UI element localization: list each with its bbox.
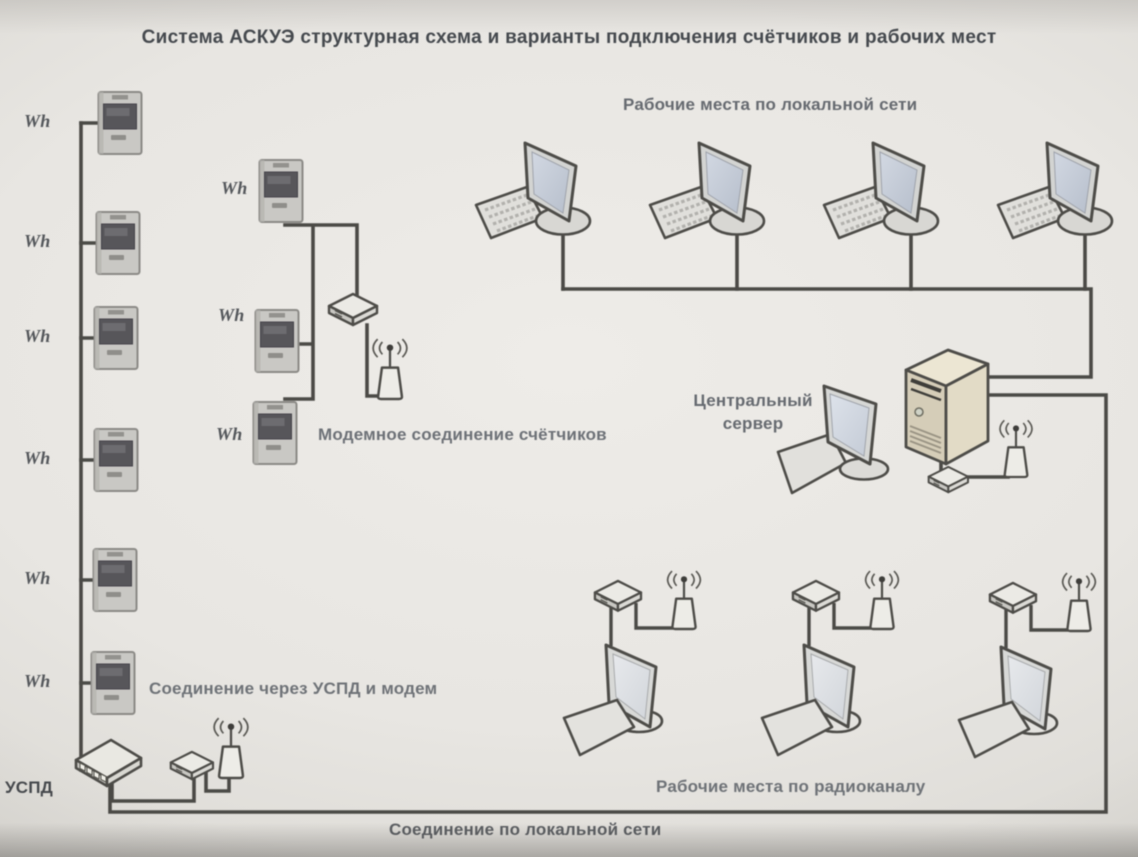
lan-workstation: [474, 141, 592, 240]
workstation-drop-lines: [561, 230, 1087, 291]
meter-icon: [95, 211, 141, 275]
meter-label: Wh: [24, 231, 51, 251]
meter-icon: [90, 651, 136, 715]
meter-label: Wh: [24, 671, 51, 691]
lan-bus-line: [561, 287, 1093, 379]
lan-workstation: [996, 141, 1114, 240]
radio-workstation: [564, 571, 700, 755]
central-server-label: Центральный сервер: [688, 389, 818, 435]
central-server-label-line2: сервер: [722, 414, 784, 433]
meter-label: Wh: [24, 111, 51, 131]
lan-workstations-label: Рабочие места по локальной сети: [623, 95, 918, 114]
meter-label: Wh: [24, 326, 51, 346]
antenna-icon: [371, 337, 409, 401]
uspd-device-label: УСПД: [5, 778, 53, 797]
uspd-antenna-icon: [212, 716, 250, 780]
server-antenna-icon: [998, 419, 1034, 479]
meter-icon: [93, 306, 139, 370]
server-workstation-monitor: [776, 384, 890, 495]
network-connections: [79, 121, 1108, 814]
meter-icon: [93, 428, 139, 492]
lan-loop-line: [108, 393, 1108, 814]
meter-icon: [252, 401, 298, 465]
meter-icon: [97, 91, 143, 155]
radio-workstations-label: Рабочие места по радиоканалу: [656, 777, 926, 796]
modem-meter-lines: [283, 223, 384, 401]
diagram-title: Система АСКУЭ структурная схема и вариан…: [141, 27, 997, 48]
meter-icon: [92, 548, 138, 612]
server-modem-icon: [927, 465, 969, 494]
meter-label: Wh: [24, 568, 51, 588]
lan-link-label: Соединение по локальной сети: [389, 820, 662, 839]
central-server-label-line1: Центральный: [693, 391, 813, 410]
server-tower-icon: [904, 348, 990, 466]
modem-icon: [327, 292, 379, 327]
meter-label: Wh: [216, 424, 243, 444]
meter-label: Wh: [218, 305, 245, 325]
modem-connection-label: Модемное соединение счётчиков: [318, 425, 607, 444]
radio-workstation: [762, 571, 898, 755]
meter-icon: [258, 159, 304, 223]
uspd-connection-label: Соединение через УСПД и модем: [149, 679, 438, 698]
radio-workstation: [959, 573, 1095, 757]
meter-stub-lines: [79, 121, 100, 685]
uspd-modem-lines: [110, 770, 231, 803]
lan-workstation: [648, 141, 766, 240]
lan-workstation: [822, 141, 940, 240]
meter-label: Wh: [24, 448, 51, 468]
uspd-device-icon: [74, 738, 143, 788]
meter-label: Wh: [221, 178, 248, 198]
meter-icon: [254, 309, 300, 373]
